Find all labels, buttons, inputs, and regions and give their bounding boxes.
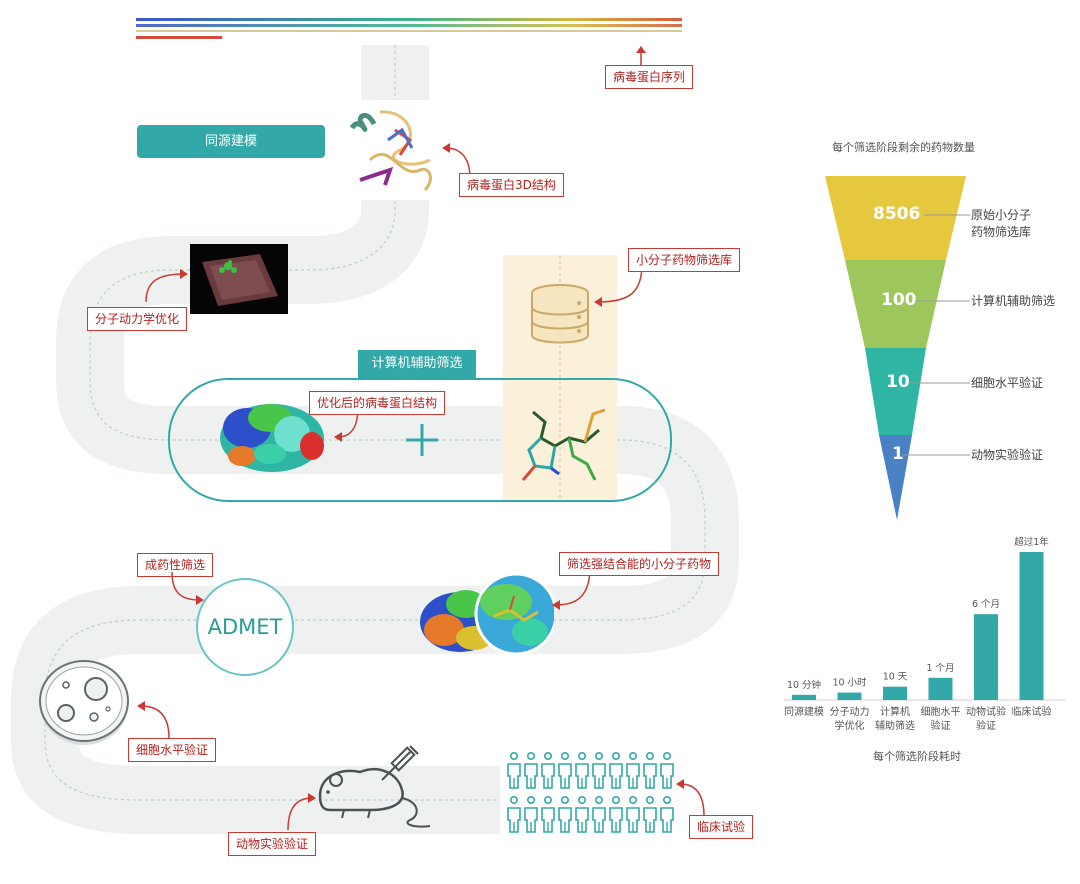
funnel-level-2 bbox=[845, 260, 946, 348]
curved-arrow-icon bbox=[442, 143, 471, 179]
label-clinical-trial: 临床试验 bbox=[689, 815, 754, 839]
funnel-level-1 bbox=[825, 176, 966, 260]
bar bbox=[928, 677, 953, 700]
md-simulation-image bbox=[190, 244, 288, 314]
bar bbox=[837, 692, 862, 700]
person-icon bbox=[507, 751, 521, 789]
category-label: 临床试验 bbox=[1012, 705, 1052, 718]
person-icon bbox=[660, 751, 674, 789]
person-icon bbox=[609, 751, 623, 789]
person-icon bbox=[626, 795, 640, 833]
curved-arrow-icon bbox=[676, 779, 705, 817]
person-icon bbox=[507, 795, 521, 833]
funnel-label-4: 动物实验验证 bbox=[971, 448, 1044, 462]
funnel-label-1: 原始小分子 药物筛选库 bbox=[971, 207, 1031, 241]
person-icon bbox=[558, 795, 572, 833]
person-icon bbox=[643, 751, 657, 789]
person-icon bbox=[558, 751, 572, 789]
label-library: 小分子药物筛选库 bbox=[628, 248, 741, 272]
category-label: 验证 bbox=[976, 719, 996, 732]
curved-arrow-icon bbox=[171, 571, 204, 605]
person-icon bbox=[626, 751, 640, 789]
funnel-label-2: 计算机辅助筛选 bbox=[971, 294, 1056, 308]
funnel-value-4: 1 bbox=[892, 444, 904, 464]
sequence-strips bbox=[136, 18, 682, 39]
bar-data-label: 10 分钟 bbox=[787, 679, 821, 691]
funnel-level-4 bbox=[879, 435, 912, 520]
label-strong-binding: 筛选强结合能的小分子药物 bbox=[559, 552, 720, 576]
person-icon bbox=[575, 751, 589, 789]
bar-data-label: 超过1年 bbox=[1014, 536, 1049, 548]
mouse-icon bbox=[318, 745, 431, 828]
person-icon bbox=[524, 795, 538, 833]
curved-arrow-icon bbox=[145, 269, 188, 303]
funnel-value-1: 8506 bbox=[873, 204, 921, 224]
funnel-label-1-line2: 药物筛选库 bbox=[971, 225, 1032, 239]
bar bbox=[974, 614, 998, 700]
person-icon bbox=[575, 795, 589, 833]
label-cell-validation: 细胞水平验证 bbox=[128, 738, 217, 762]
arrow-icon bbox=[636, 46, 646, 66]
category-label: 学优化 bbox=[835, 719, 865, 732]
computer-screening-tab: 计算机辅助筛选 bbox=[358, 350, 476, 378]
curved-arrow-icon bbox=[137, 701, 170, 739]
person-icon bbox=[592, 795, 606, 833]
bar bbox=[1019, 552, 1044, 700]
person-icon bbox=[541, 795, 555, 833]
library-band-dots bbox=[559, 255, 561, 500]
bar-data-label: 10 天 bbox=[883, 672, 908, 683]
bar bbox=[883, 686, 907, 700]
computer-screening-capsule bbox=[168, 378, 672, 502]
category-label: 同源建模 bbox=[784, 705, 824, 718]
label-virus-3d: 病毒蛋白3D结构 bbox=[459, 173, 564, 197]
category-label: 分子动力 bbox=[830, 705, 870, 718]
bar-data-label: 6 个月 bbox=[972, 599, 1000, 610]
admet-circle: ADMET bbox=[196, 578, 294, 676]
funnel-chart bbox=[825, 176, 970, 520]
person-icon bbox=[592, 751, 606, 789]
petri-dish-icon bbox=[39, 660, 129, 745]
docking-image bbox=[420, 572, 554, 656]
funnel-value-3: 10 bbox=[886, 372, 910, 392]
bar-data-label: 1 个月 bbox=[926, 663, 954, 674]
label-animal-validation: 动物实验验证 bbox=[228, 832, 317, 856]
funnel-label-3: 细胞水平验证 bbox=[971, 376, 1044, 390]
people-grid-icon bbox=[507, 751, 674, 833]
label-optimized-structure: 优化后的病毒蛋白结构 bbox=[309, 391, 446, 415]
label-virus-sequence: 病毒蛋白序列 bbox=[605, 65, 694, 89]
category-label: 细胞水平 bbox=[921, 705, 961, 718]
funnel-title: 每个筛选阶段剩余的药物数量 bbox=[832, 141, 975, 154]
funnel-level-3 bbox=[865, 348, 926, 435]
plus-icon bbox=[406, 424, 438, 456]
curved-arrow-icon bbox=[287, 793, 316, 831]
category-label: 辅助筛选 bbox=[875, 719, 915, 732]
homology-modeling-box: 同源建模 bbox=[137, 125, 325, 158]
person-icon bbox=[643, 795, 657, 833]
category-label: 验证 bbox=[931, 719, 951, 732]
database-icon bbox=[531, 284, 589, 344]
molecule-image bbox=[521, 408, 606, 481]
bar bbox=[792, 694, 816, 700]
bar-data-label: 10 小时 bbox=[832, 677, 867, 689]
category-label: 计算机 bbox=[880, 705, 910, 718]
protein-ribbon-image bbox=[340, 100, 448, 200]
funnel-value-2: 100 bbox=[881, 290, 917, 310]
person-icon bbox=[660, 795, 674, 833]
person-icon bbox=[524, 751, 538, 789]
category-label: 动物试验 bbox=[966, 705, 1006, 718]
bar-chart-title: 每个筛选阶段耗时 bbox=[873, 750, 961, 763]
label-md-optimization: 分子动力学优化 bbox=[87, 307, 188, 331]
protein-surface-image bbox=[220, 404, 324, 472]
person-icon bbox=[541, 751, 555, 789]
label-druggability: 成药性筛选 bbox=[137, 553, 214, 577]
funnel-label-1-line1: 原始小分子 bbox=[971, 208, 1032, 222]
person-icon bbox=[609, 795, 623, 833]
